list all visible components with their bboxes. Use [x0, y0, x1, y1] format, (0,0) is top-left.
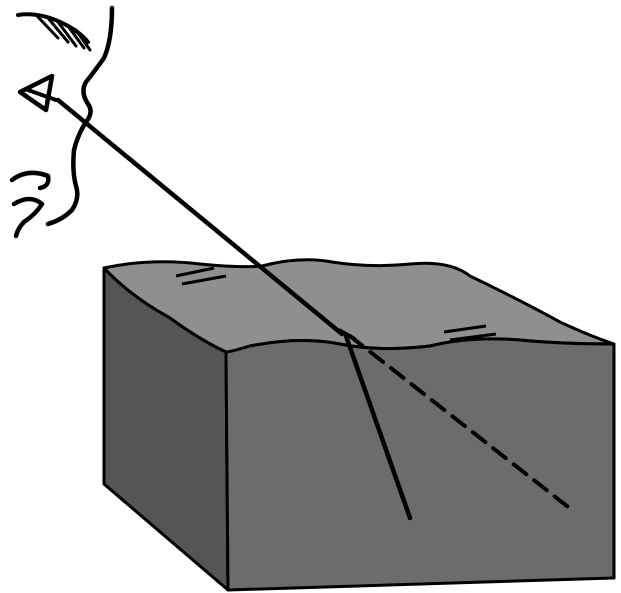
observer-face-sketch — [12, 8, 112, 236]
mouth — [12, 173, 48, 188]
tank-front-face — [226, 339, 614, 590]
water-tank-block — [104, 260, 614, 590]
chin — [14, 199, 42, 236]
